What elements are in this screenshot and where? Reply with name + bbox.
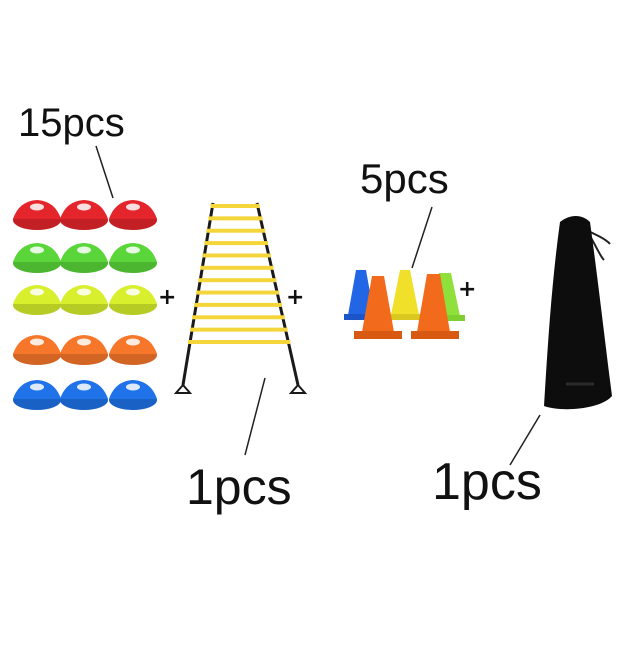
disc-cone-orange-2: [60, 335, 108, 365]
disc-cone-orange-1: [13, 335, 61, 365]
bag-quantity-label: 1pcs: [432, 453, 542, 511]
ladder-hook-left: [173, 383, 193, 394]
ladder-rung-5: [202, 253, 271, 258]
disc-cone-green-3: [109, 243, 157, 273]
ladder-rung-4: [204, 241, 269, 246]
pointer-ladder: [244, 377, 266, 456]
disc-cone-red-1: [13, 200, 61, 230]
ladder-rung-7: [198, 278, 277, 283]
ladder-rung-10: [192, 315, 285, 320]
pointer-cones: [411, 206, 433, 269]
ladder-rung-8: [196, 290, 280, 295]
plus-sign-2: +: [286, 285, 305, 310]
agility-ladder: [173, 202, 308, 394]
disc-cone-grid: [13, 200, 157, 410]
label-pointers: [95, 145, 541, 466]
ladder-rung-11: [190, 327, 288, 332]
ladder-rung-6: [200, 265, 274, 270]
plus-sign-3: +: [458, 277, 477, 302]
ladder-rung-2: [208, 216, 263, 221]
disc-cone-yellow-3: [109, 285, 157, 315]
cone-yellow: [387, 270, 423, 320]
ladder-hook-right: [288, 383, 308, 394]
disc-cone-yellow-1: [13, 285, 61, 315]
disc-cone-orange-3: [109, 335, 157, 365]
bag-body: [544, 216, 612, 410]
training-cones: [344, 270, 465, 339]
ladder-quantity-label: 1pcs: [186, 459, 292, 515]
cone-orange-1: [354, 276, 402, 339]
ladder-rung-12: [188, 340, 291, 344]
disc-cone-red-3: [109, 200, 157, 230]
disc-cone-blue-3: [109, 380, 157, 410]
disc-cone-red-2: [60, 200, 108, 230]
ladder-rung-9: [194, 302, 282, 307]
discs-quantity-label: 15pcs: [18, 101, 125, 145]
ladder-rung-1: [210, 204, 260, 208]
disc-cone-green-2: [60, 243, 108, 273]
disc-cone-yellow-2: [60, 285, 108, 315]
ladder-rung-3: [206, 228, 266, 233]
cones-quantity-label: 5pcs: [360, 155, 449, 202]
pointer-bag: [509, 414, 541, 466]
disc-cone-blue-2: [60, 380, 108, 410]
disc-cone-blue-1: [13, 380, 61, 410]
pointer-discs: [95, 145, 114, 199]
ladder-rungs: [188, 204, 291, 344]
drawstring-bag: [544, 216, 612, 410]
disc-cone-green-1: [13, 243, 61, 273]
plus-sign-1: +: [158, 285, 177, 310]
cone-orange-2: [411, 274, 459, 339]
